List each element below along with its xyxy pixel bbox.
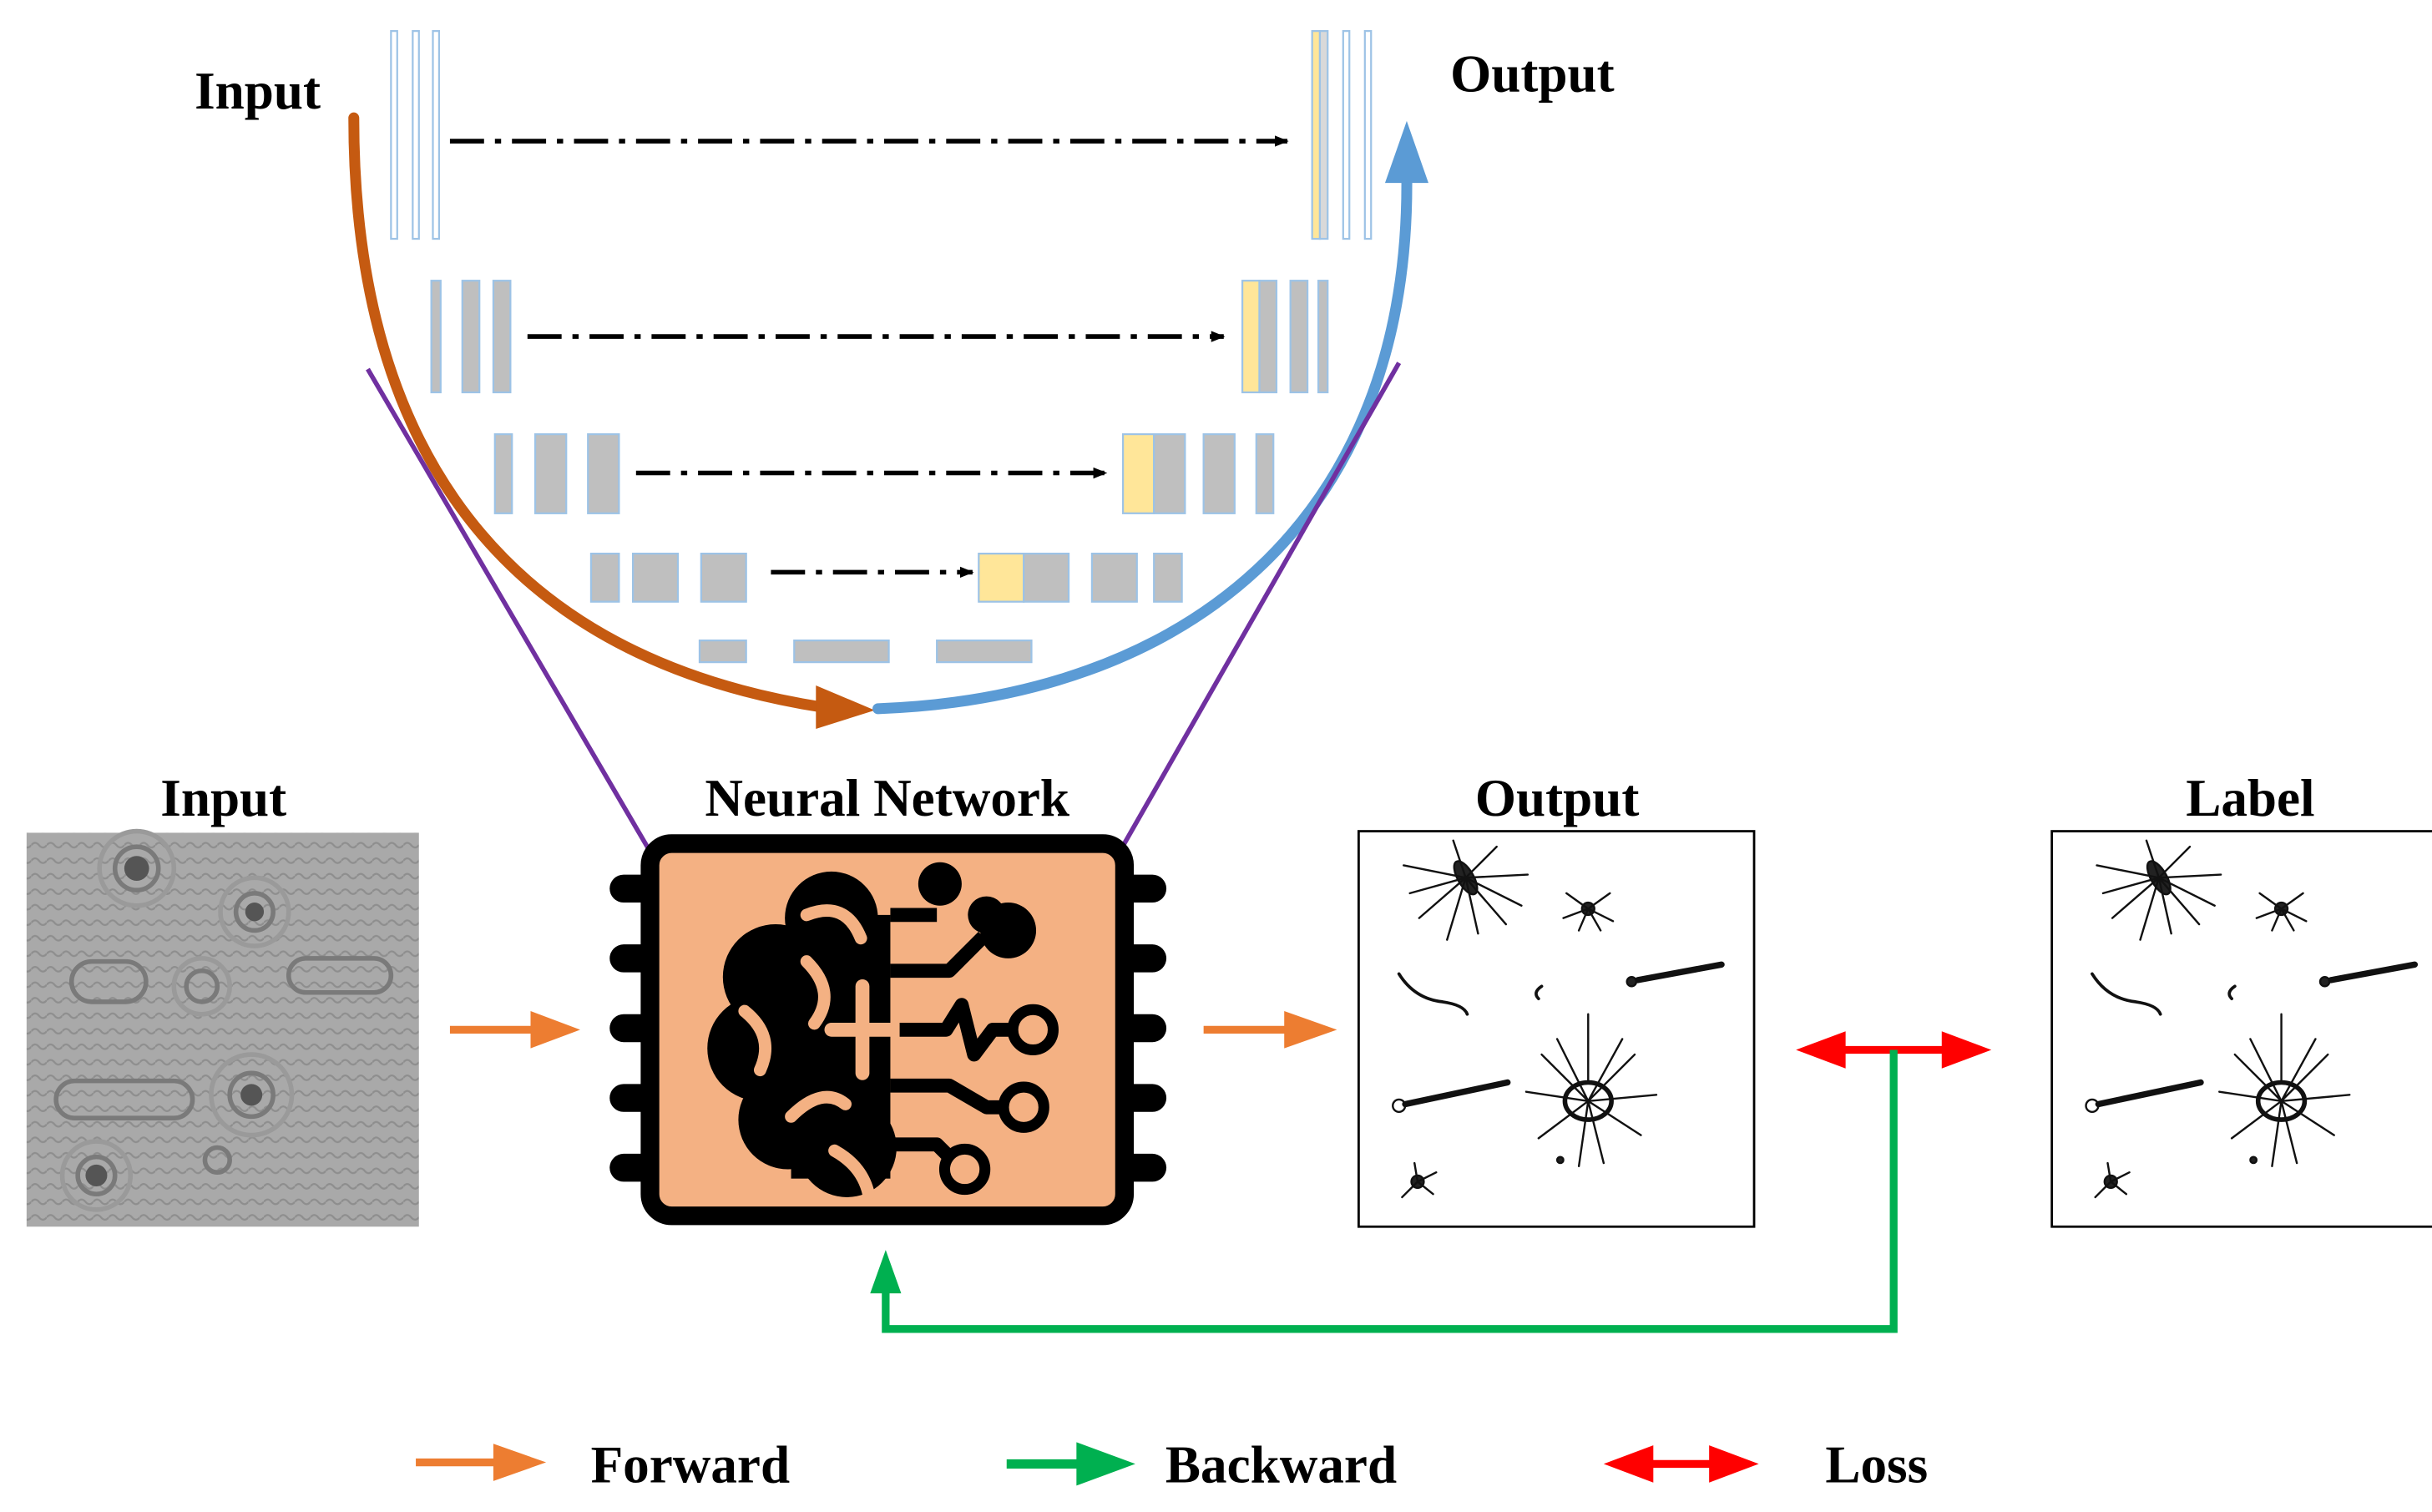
- unet-input-label: Input: [195, 62, 321, 120]
- organism-rod-1: [1626, 961, 1725, 988]
- legend-backward-label: Backward: [1165, 1436, 1397, 1494]
- organism-small-bug: [2094, 1161, 2131, 1199]
- unet-architecture: Input Output: [195, 30, 1615, 729]
- organism-small-bug: [1401, 1161, 1438, 1199]
- label-panel-title: Label: [2186, 769, 2314, 827]
- decoder-level-3: [1121, 432, 1275, 514]
- organism-rod-2: [2085, 1079, 2204, 1113]
- forward-arrow-network-to-output: [1203, 1011, 1337, 1049]
- encoder-path-arrow: [348, 112, 828, 713]
- brain-circuit-icon: [707, 862, 1059, 1201]
- legend-forward-label: Forward: [591, 1436, 790, 1494]
- legend-loss-label: Loss: [1825, 1436, 1928, 1494]
- legend-backward-arrow: [1006, 1442, 1135, 1486]
- organism-worm: [2091, 972, 2162, 1016]
- encoder-level-3: [493, 432, 620, 514]
- connector-right: [1117, 362, 1402, 853]
- organism-small-star: [2255, 892, 2308, 932]
- organism-rod-2: [1392, 1079, 1511, 1113]
- organism-radial: [1524, 1013, 1658, 1167]
- output-prediction-image: [1357, 830, 1756, 1228]
- legend-loss-arrow: [1603, 1445, 1759, 1483]
- unet-output-label: Output: [1450, 45, 1615, 104]
- organism-dot: [1555, 1155, 1565, 1165]
- organism-small-star: [1562, 892, 1615, 932]
- network-panel-title: Neural Network: [705, 769, 1070, 827]
- organism-radiating: [2096, 839, 2222, 941]
- organism-worm: [1397, 972, 1469, 1016]
- organism-hook: [2227, 984, 2237, 1001]
- input-hologram-image: [26, 828, 419, 1227]
- input-panel-title: Input: [160, 769, 286, 827]
- backward-arrow: [870, 1049, 1898, 1333]
- encoder-level-4: [589, 552, 747, 603]
- organism-radial: [2218, 1013, 2351, 1167]
- decoder-level-1: [1311, 30, 1373, 240]
- organism-rod-1: [2318, 961, 2419, 988]
- legend: Forward Backward Loss: [416, 1436, 1928, 1494]
- encoder-level-2: [430, 280, 512, 394]
- legend-forward-arrow: [416, 1444, 547, 1481]
- decoder-arrowhead: [1384, 120, 1428, 184]
- organism-dot: [2249, 1155, 2258, 1165]
- encoder-level-1: [390, 30, 441, 240]
- decoder-level-2: [1241, 280, 1329, 394]
- decoder-level-4: [978, 552, 1183, 603]
- organism-radiating: [1403, 839, 1529, 941]
- label-ground-truth-image: [2050, 830, 2432, 1228]
- decoder-path-arrow: [872, 168, 1413, 715]
- organism-hook: [1535, 984, 1544, 1001]
- bottleneck: [698, 640, 1033, 664]
- output-panel-title: Output: [1475, 769, 1640, 827]
- encoder-arrowhead: [816, 685, 875, 729]
- forward-arrow-input-to-network: [449, 1011, 580, 1049]
- connector-left: [366, 367, 652, 853]
